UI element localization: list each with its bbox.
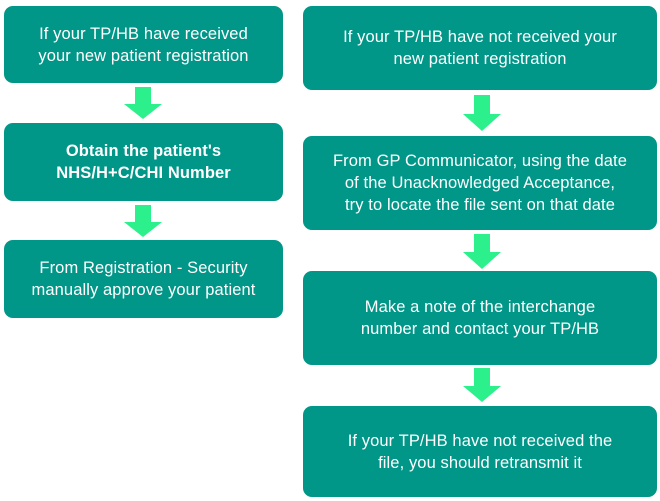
flow-node-right-3[interactable]: Make a note of the interchange number an… <box>303 271 657 365</box>
down-arrow-icon <box>124 87 162 119</box>
flow-node-left-2[interactable]: Obtain the patient's NHS/H+C/CHI Number <box>4 123 283 201</box>
flow-node-right-2-label: From GP Communicator, using the date of … <box>332 152 627 214</box>
flow-node-left-3[interactable]: From Registration - Security manually ap… <box>4 240 283 318</box>
flow-node-right-3-label: Make a note of the interchange number an… <box>360 298 600 338</box>
flow-node-right-2[interactable]: From GP Communicator, using the date of … <box>303 136 657 230</box>
flow-node-right-1[interactable]: If your TP/HB have not received your new… <box>303 6 657 90</box>
flow-node-left-1-label: If your TP/HB have received your new pat… <box>38 24 249 65</box>
down-arrow-icon <box>124 205 162 237</box>
down-arrow-icon <box>463 368 501 402</box>
flow-node-right-1-label: If your TP/HB have not received your new… <box>343 28 617 68</box>
flow-node-left-1[interactable]: If your TP/HB have received your new pat… <box>4 6 283 83</box>
down-arrow-icon <box>463 95 501 131</box>
flow-node-left-2-label: Obtain the patient's NHS/H+C/CHI Number <box>56 142 231 182</box>
flow-node-left-3-label: From Registration - Security manually ap… <box>31 259 256 299</box>
down-arrow-icon <box>463 234 501 269</box>
flow-node-right-4-label: If your TP/HB have not received the file… <box>347 431 613 472</box>
flow-node-right-4[interactable]: If your TP/HB have not received the file… <box>303 406 657 497</box>
